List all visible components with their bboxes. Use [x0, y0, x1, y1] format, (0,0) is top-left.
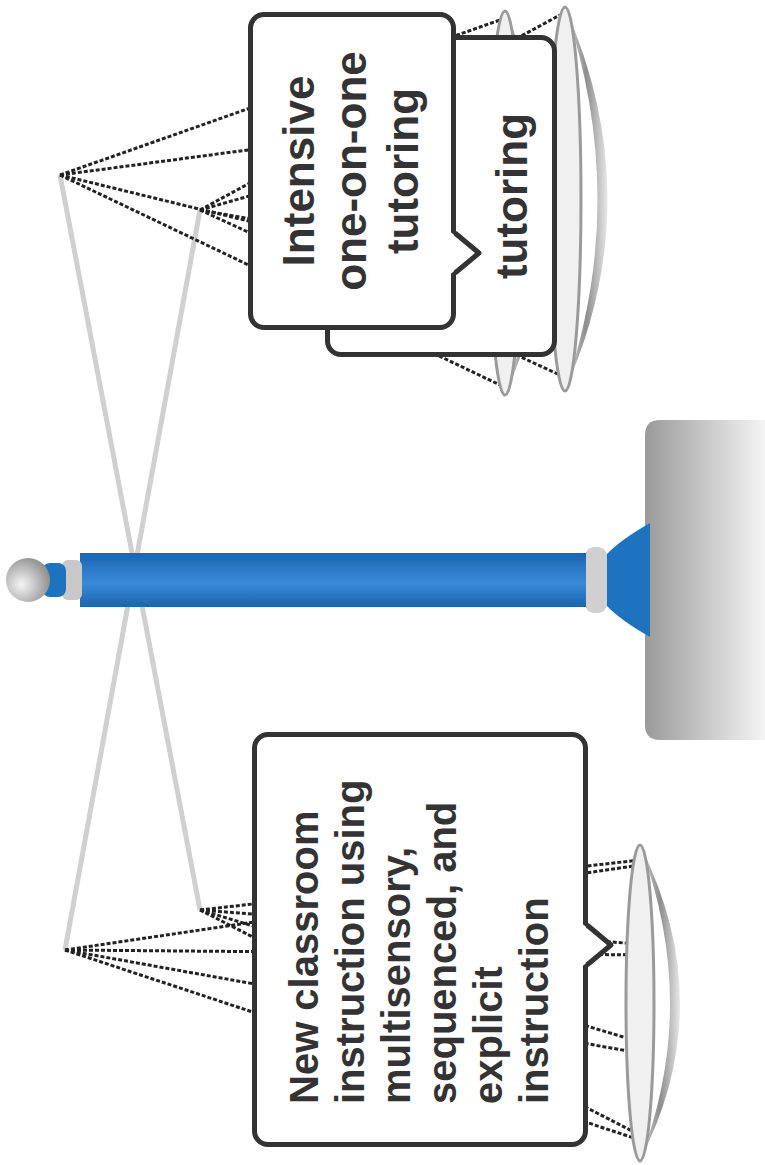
bubble-text: Intensive one-on-one tutoring	[273, 45, 429, 297]
scale-pole	[6, 523, 650, 637]
bubble-text: tutoring	[486, 68, 538, 324]
speech-bubble-box: Intensive one-on-one tutoring	[248, 12, 456, 330]
bubble-text: New classroom instruction using multisen…	[281, 774, 557, 1104]
callout-tail	[581, 923, 615, 967]
scale-base	[645, 420, 765, 740]
scale-pan	[626, 845, 680, 1161]
callout-tail	[449, 231, 483, 275]
speech-bubble-box: New classroom instruction using multisen…	[252, 732, 588, 1147]
